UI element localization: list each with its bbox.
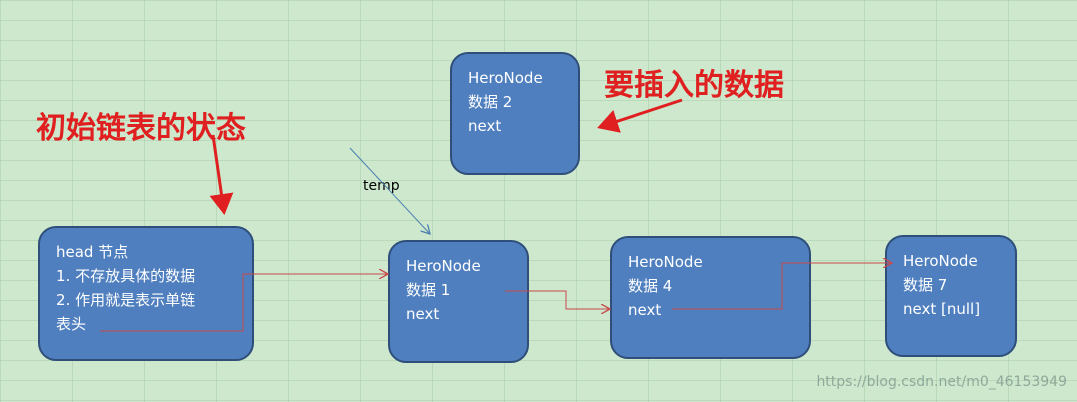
- node-4-title: HeroNode: [628, 253, 703, 271]
- node4-to-node7-link: [672, 263, 892, 310]
- initial-state-arrow: [209, 134, 234, 215]
- node-4: HeroNode 数据 4 next: [610, 236, 811, 359]
- head-node-desc-2: 2. 作用就是表示单链: [56, 291, 196, 309]
- node-7-next: next [null]: [903, 300, 981, 318]
- node-7-title: HeroNode: [903, 252, 978, 270]
- head-node-desc-1: 1. 不存放具体的数据: [56, 267, 196, 285]
- node-1: HeroNode 数据 1 next: [388, 240, 529, 363]
- insert-node-next: next: [468, 117, 502, 135]
- watermark: https://blog.csdn.net/m0_46153949: [816, 374, 1067, 390]
- head-node: head 节点 1. 不存放具体的数据 2. 作用就是表示单链 表头: [38, 226, 254, 361]
- node-7: HeroNode 数据 7 next [null]: [885, 235, 1017, 357]
- head-to-node1-link: [100, 274, 388, 332]
- node-1-title: HeroNode: [406, 257, 481, 275]
- head-node-desc-3: 表头: [56, 315, 87, 333]
- node-4-next: next: [628, 301, 662, 319]
- temp-pointer-arrow: [349, 147, 430, 234]
- insert-node: HeroNode 数据 2 next: [450, 52, 580, 175]
- initial-state-label: 初始链表的状态: [36, 111, 246, 146]
- head-node-title: head 节点: [56, 243, 129, 261]
- node-1-data: 数据 1: [406, 281, 451, 299]
- to-insert-arrow: [597, 98, 683, 133]
- node-1-next: next: [406, 305, 440, 323]
- node-7-data: 数据 7: [903, 276, 948, 294]
- node-4-data: 数据 4: [628, 277, 673, 295]
- node1-to-node4-link: [505, 290, 610, 309]
- insert-node-data: 数据 2: [468, 93, 513, 111]
- insert-node-title: HeroNode: [468, 69, 543, 87]
- to-insert-label: 要插入的数据: [604, 68, 784, 103]
- temp-label: temp: [363, 178, 400, 194]
